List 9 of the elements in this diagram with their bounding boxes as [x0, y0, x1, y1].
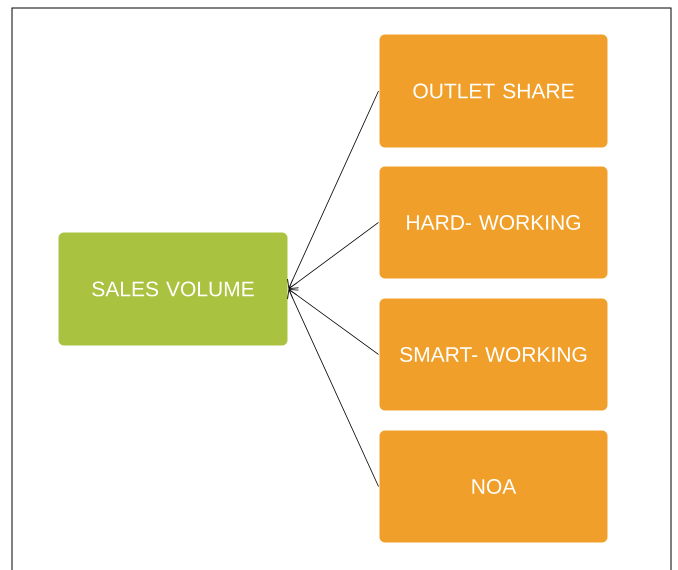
arrow: [288, 222, 379, 289]
process-box: HARD- WORKING: [378, 166, 608, 280]
result-box: SALES VOLUME: [58, 232, 288, 346]
process-box: SMART- WORKING: [378, 298, 608, 412]
arrow: [287, 90, 379, 289]
arrow: [287, 288, 379, 487]
process-box: NOA: [378, 429, 608, 544]
process-box: OUTLET SHARE: [378, 34, 608, 148]
arrow: [288, 289, 379, 355]
